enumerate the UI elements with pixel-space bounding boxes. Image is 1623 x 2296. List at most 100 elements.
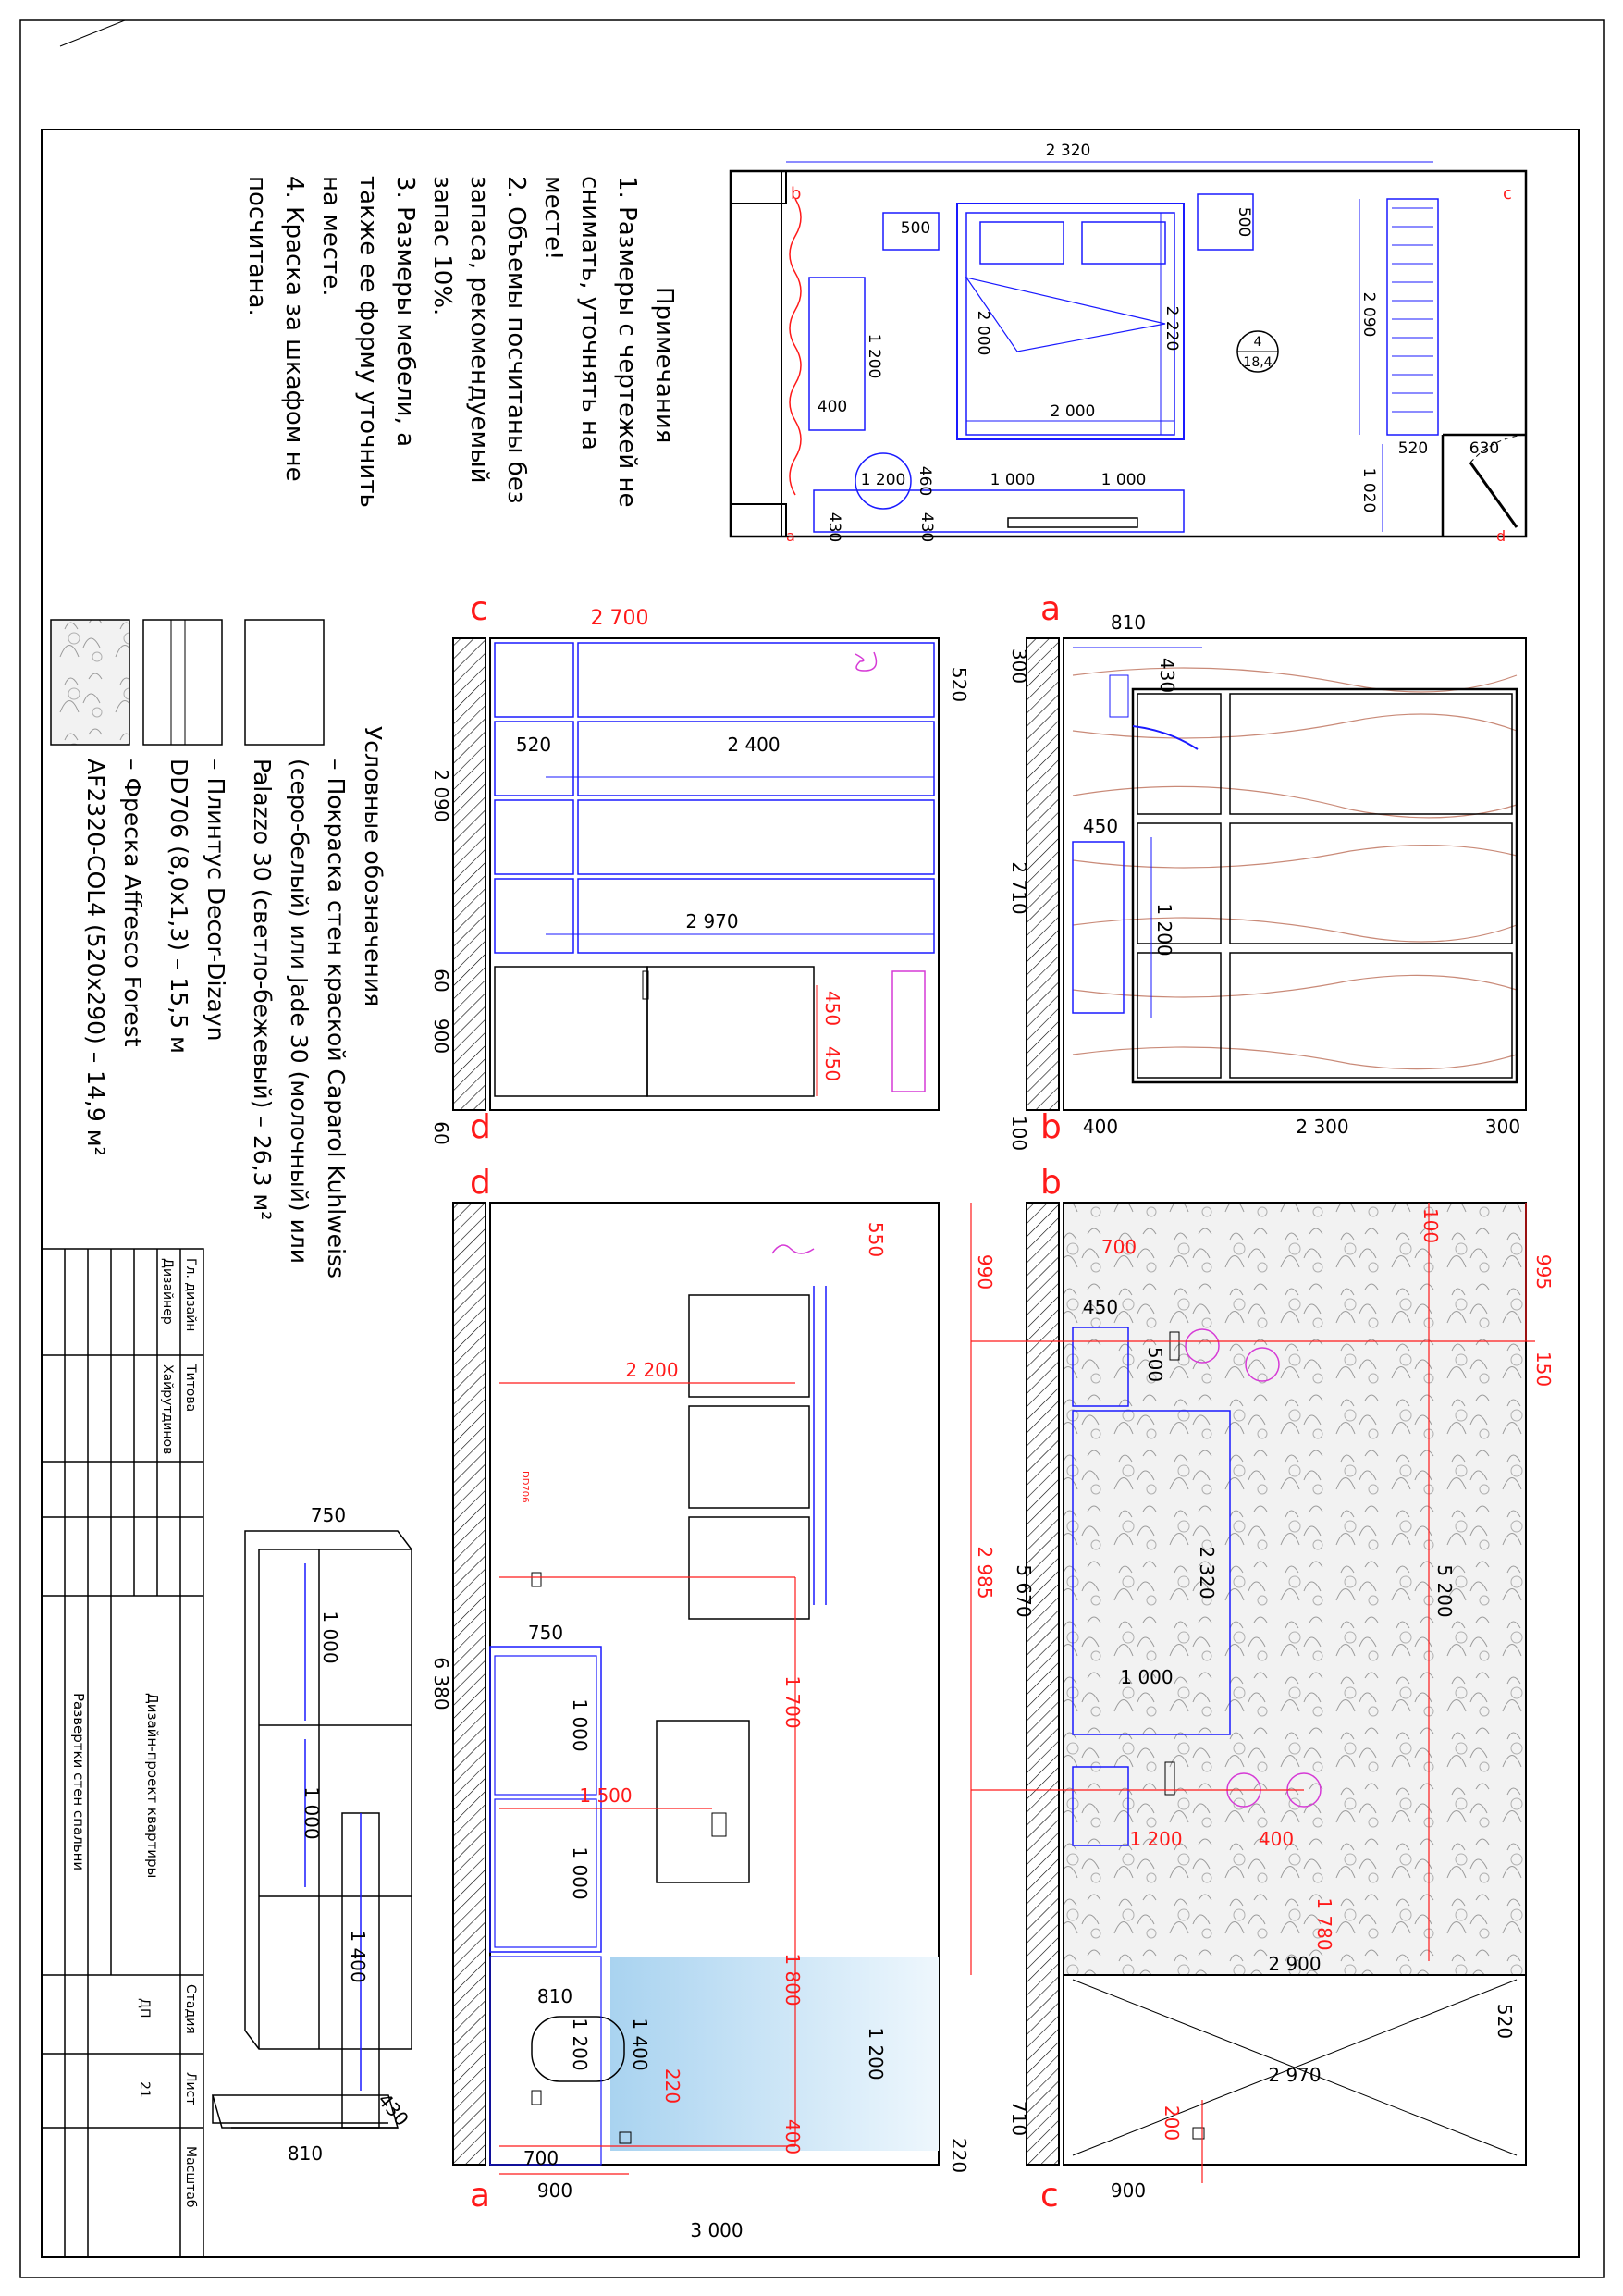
glass-area xyxy=(610,1957,939,2151)
svg-text:d: d xyxy=(1496,527,1506,545)
dim: 2 970 xyxy=(1268,2064,1321,2086)
plan-dim: 520 xyxy=(1398,439,1428,458)
tb-sheet-value: 21 xyxy=(137,2081,152,2098)
corner-stroke xyxy=(59,19,126,47)
tb-role: Дизайнер xyxy=(160,1258,175,1325)
tb-name: Титова xyxy=(183,1364,198,1412)
plan-dim: 500 xyxy=(1235,207,1253,237)
tb-name: Хайрутдинов xyxy=(160,1364,175,1454)
dim: 6 380 xyxy=(430,1657,452,1710)
dim: 520 xyxy=(516,734,551,756)
svg-text:b: b xyxy=(791,184,801,204)
elevation-a: 810 430 300 450 2 710 1 200 100 400 2 30… xyxy=(1008,590,1527,1151)
svg-text:d: d xyxy=(470,1164,491,1202)
legend-title: Условные обозначения xyxy=(360,726,387,1006)
dim: 450 xyxy=(821,991,843,1026)
notes-title: Примечания xyxy=(650,287,678,443)
title-block xyxy=(41,1248,204,2258)
dim: 810 xyxy=(537,1985,572,2007)
elevation-b: 700 100 995 990 450 500 150 2 985 5 670 … xyxy=(970,1164,1555,2215)
plan-dim: 2 320 xyxy=(1046,142,1091,160)
inner-frame xyxy=(41,129,1580,2258)
dim: 1 780 xyxy=(1313,1897,1335,1950)
note-line: 2. Объемы посчитаны без xyxy=(502,176,530,504)
plan-dim: 2 220 xyxy=(1162,306,1181,352)
dim: 1 700 xyxy=(781,1675,804,1728)
elevation-c: 2 700 520 520 2 400 2 090 2 970 60 900 6… xyxy=(430,590,970,1146)
svg-text:d: d xyxy=(470,1108,491,1146)
note-line: также ее форму уточнить xyxy=(354,176,382,508)
note-line: снимать, уточнять на xyxy=(576,176,604,451)
wardrobe xyxy=(1386,198,1439,436)
bed xyxy=(956,203,1185,440)
dim: 100 xyxy=(1008,1116,1030,1151)
legend-line: Palazzo 30 (светло-бежевый) – 26,3 м² xyxy=(249,759,276,1220)
dim: 2 970 xyxy=(685,910,738,932)
dim: 300 xyxy=(1008,648,1030,684)
dim: 1 200 xyxy=(865,2027,887,2080)
note-line: посчитана. xyxy=(243,176,271,316)
plan-dim: 400 xyxy=(818,398,847,416)
dim: 430 xyxy=(1156,658,1178,693)
dim: 900 xyxy=(1111,2179,1146,2202)
dim: 500 xyxy=(1144,1347,1166,1382)
iso-dims: 750 1 000 1 000 1 400 430 810 xyxy=(288,1504,413,2165)
dim: 2 700 xyxy=(591,607,649,630)
tb-role: Гл. дизайн xyxy=(183,1258,198,1331)
elevation-d: 550 2 200 6 380 750 1 700 1 000 1 500 1 … xyxy=(430,1164,970,2241)
dim: 5 200 xyxy=(1433,1564,1456,1617)
dim: 220 xyxy=(661,2068,683,2104)
dim: 700 xyxy=(523,2147,559,2169)
note-line: на месте. xyxy=(317,176,345,297)
dim: 1 400 xyxy=(347,1930,369,1982)
dim: 2 320 xyxy=(1196,1546,1218,1599)
legend-line: – Фреска Affresco Forest xyxy=(119,759,146,1047)
svg-text:c: c xyxy=(1503,184,1512,204)
dim: 1 000 xyxy=(569,1846,591,1899)
dim: 1 000 xyxy=(319,1611,341,1663)
tb-sheet-title: Развертки стен спальни xyxy=(70,1693,87,1870)
dim: 200 xyxy=(1161,2105,1183,2141)
dim: 520 xyxy=(1494,2004,1516,2039)
dim: 990 xyxy=(974,1254,996,1290)
floor-plan: 4 18,4 2 320 500 500 2 000 2 220 2 000 2… xyxy=(729,142,1528,545)
plan-dim: 2 090 xyxy=(1359,292,1378,338)
plan-dim: 2 000 xyxy=(974,311,992,356)
svg-text:a: a xyxy=(786,527,795,545)
legend-line: – Плинтус Decor-Dizayn xyxy=(203,759,229,1042)
room-tag: 4 18,4 xyxy=(1236,330,1279,373)
plan-dim: 1 020 xyxy=(1359,468,1378,513)
plan-dim: 2 000 xyxy=(1051,402,1096,421)
dim: 450 xyxy=(821,1046,843,1081)
dim: 1 400 xyxy=(629,2018,651,2070)
room-area: 18,4 xyxy=(1243,355,1272,370)
dim: 450 xyxy=(1083,815,1118,837)
fresco-wall xyxy=(1063,1202,1527,1976)
baseboard-tag: DD706 xyxy=(520,1471,530,1503)
dim: 60 xyxy=(430,1121,452,1144)
dim: 810 xyxy=(288,2142,323,2165)
svg-text:a: a xyxy=(470,2177,490,2215)
dim: 810 xyxy=(1111,611,1146,634)
tb-sheet-label: Лист xyxy=(183,2072,198,2105)
tb-stage-value: ДП xyxy=(137,1998,152,2018)
dim: 520 xyxy=(948,667,970,702)
dim: 1 200 xyxy=(1129,1828,1182,1850)
plan-dim: 1 200 xyxy=(865,334,883,379)
legend-line: (серо-белый) или Jade 30 (молочный) или xyxy=(286,759,313,1264)
dim: 900 xyxy=(537,2179,572,2202)
room-number: 4 xyxy=(1254,335,1262,350)
dim: 2 400 xyxy=(727,734,780,756)
plan-dim: 500 xyxy=(901,219,930,238)
legend-line: – Покраска стен краской Caparol Kuhlweis… xyxy=(323,759,350,1278)
dim: 2 710 xyxy=(1008,861,1030,914)
legend-line: AF2320-COL4 (520х290) – 14,9 м² xyxy=(82,759,109,1156)
tb-stage-label: Стадия xyxy=(183,1984,198,2034)
legend-swatch-baseboard xyxy=(142,619,223,746)
dim: 900 xyxy=(430,1018,452,1054)
dim: 1 500 xyxy=(579,1784,632,1807)
dim: 1 200 xyxy=(569,2018,591,2070)
svg-text:b: b xyxy=(1040,1164,1062,1202)
dim: 3 000 xyxy=(690,2219,743,2241)
dim: 2 200 xyxy=(625,1359,678,1381)
